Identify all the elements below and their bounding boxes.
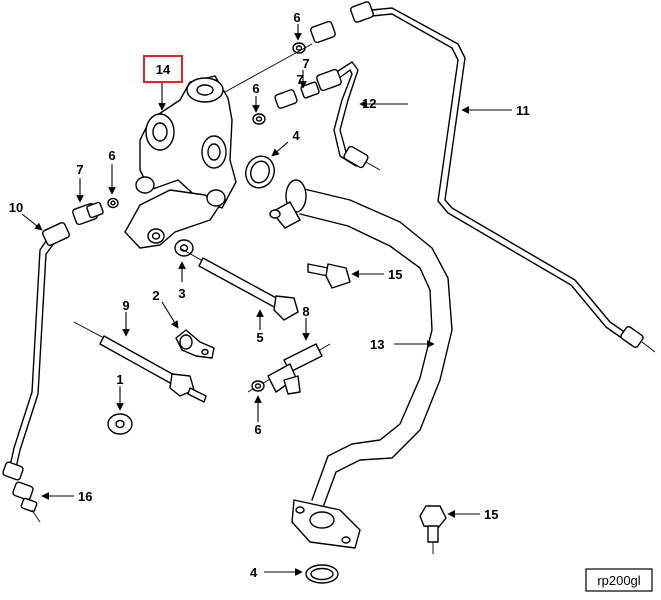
- leader-lines: [21, 24, 512, 576]
- callout-15[interactable]: 15: [388, 267, 402, 282]
- callout-7[interactable]: 7: [76, 162, 83, 177]
- o-ring-4-bottom[interactable]: [305, 564, 339, 584]
- callout-1[interactable]: 1: [116, 372, 123, 387]
- callout-11[interactable]: 11: [516, 103, 530, 118]
- fitting-7-upper[interactable]: [274, 20, 342, 109]
- callout-7b[interactable]: 7: [296, 72, 303, 87]
- fitting-8[interactable]: [247, 343, 331, 395]
- callout-3[interactable]: 3: [178, 286, 185, 301]
- washer-6-top[interactable]: [252, 42, 306, 125]
- callout-4[interactable]: 4: [250, 565, 258, 580]
- callout-12[interactable]: 12: [362, 96, 376, 111]
- stud-9[interactable]: [73, 321, 207, 403]
- callout-10[interactable]: 10: [9, 200, 23, 215]
- callout-6[interactable]: 6: [108, 148, 115, 163]
- bolt-15-upper[interactable]: [307, 263, 351, 289]
- callout-4[interactable]: 4: [292, 128, 300, 143]
- washer-6-lower[interactable]: [251, 380, 265, 392]
- callout-6[interactable]: 6: [252, 81, 259, 96]
- callout-5[interactable]: 5: [256, 330, 263, 345]
- callout-14[interactable]: 14: [156, 62, 171, 77]
- bolt-5[interactable]: [179, 247, 299, 321]
- callout-labels: 14 6 7 6 12 11 4 7 7 6 10 3 15 2 9 5 8 1…: [9, 10, 530, 580]
- callout-7[interactable]: 7: [302, 56, 309, 71]
- reference-code-box: rp200gl: [585, 568, 653, 592]
- o-ring-4-top[interactable]: [241, 152, 278, 192]
- callout-6[interactable]: 6: [293, 10, 300, 25]
- callout-6[interactable]: 6: [254, 422, 261, 437]
- callout-16[interactable]: 16: [78, 489, 92, 504]
- pipe-10[interactable]: [2, 221, 70, 481]
- callout-15[interactable]: 15: [484, 507, 498, 522]
- washer-6-left[interactable]: [107, 197, 119, 209]
- callout-8[interactable]: 8: [302, 304, 309, 319]
- bolt-15-lower[interactable]: [419, 505, 447, 554]
- pipe-11[interactable]: [350, 1, 656, 353]
- callout-2[interactable]: 2: [152, 288, 159, 303]
- fitting-7-left[interactable]: [72, 201, 104, 226]
- washer-1[interactable]: [107, 413, 133, 435]
- manifold-block-14[interactable]: [124, 75, 237, 249]
- clamp-2[interactable]: [175, 329, 215, 359]
- pipe-12[interactable]: [331, 61, 381, 171]
- fitting-16[interactable]: [12, 481, 41, 523]
- reference-code: rp200gl: [597, 573, 640, 588]
- highlight-box: [143, 55, 183, 83]
- callout-13[interactable]: 13: [370, 337, 384, 352]
- callout-9[interactable]: 9: [122, 298, 129, 313]
- tube-13[interactable]: [269, 179, 453, 549]
